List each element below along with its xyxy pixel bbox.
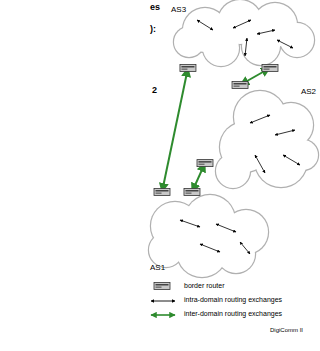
intra-domain-arrow	[250, 115, 270, 123]
inter-domain-link	[240, 68, 270, 85]
inter-domain-link	[162, 68, 188, 192]
legend-row: inter-domain routing exchanges	[148, 309, 318, 322]
intra-domain-arrow	[277, 40, 293, 48]
border-router-icon	[180, 65, 196, 72]
intra-domain-arrow	[233, 20, 251, 28]
cloud-outline	[205, 85, 318, 195]
legend-text: inter-domain routing exchanges	[184, 310, 282, 317]
border-router-icon	[184, 189, 200, 196]
legend-row: border router	[148, 281, 318, 294]
border-router-icon	[154, 189, 170, 196]
cloud-outline	[165, 0, 315, 68]
slide-text-fragment: es	[150, 2, 160, 12]
intra-domain-arrow	[257, 30, 275, 34]
legend-text: border router	[184, 282, 224, 289]
intra-domain-arrow	[216, 224, 236, 232]
border-router-icon	[232, 82, 248, 89]
legend: border router intra-domain routing exchan…	[148, 281, 318, 326]
inter-domain-link	[192, 163, 205, 192]
autonomous-system-cloud: AS2	[205, 85, 318, 195]
as-label: AS1	[150, 263, 165, 272]
legend-sample	[148, 309, 180, 321]
intra-domain-arrow	[240, 242, 250, 254]
legend-row: intra-domain routing exchanges	[148, 295, 318, 308]
slide-text-fragment: ):	[150, 24, 156, 34]
intra-domain-arrow	[283, 155, 300, 165]
as-label: AS2	[301, 87, 316, 96]
legend-sample	[148, 295, 180, 307]
autonomous-system-cloud: AS1	[140, 192, 275, 280]
legend-text: intra-domain routing exchanges	[184, 296, 282, 303]
as-label: AS3	[171, 5, 186, 14]
legend-sample	[148, 281, 180, 293]
intra-domain-arrow	[255, 155, 265, 173]
intra-domain-arrow	[200, 244, 220, 252]
intra-domain-arrow	[180, 220, 200, 227]
border-router-icon	[154, 283, 170, 290]
slide-text-fragment: 2	[152, 85, 157, 95]
border-router-icon	[197, 160, 213, 167]
intra-domain-arrow	[245, 38, 247, 56]
intra-domain-arrow	[275, 130, 295, 135]
autonomous-system-cloud: AS3	[165, 0, 315, 68]
footer-text: DigiComm II	[270, 327, 303, 333]
intra-domain-arrow	[197, 20, 213, 30]
